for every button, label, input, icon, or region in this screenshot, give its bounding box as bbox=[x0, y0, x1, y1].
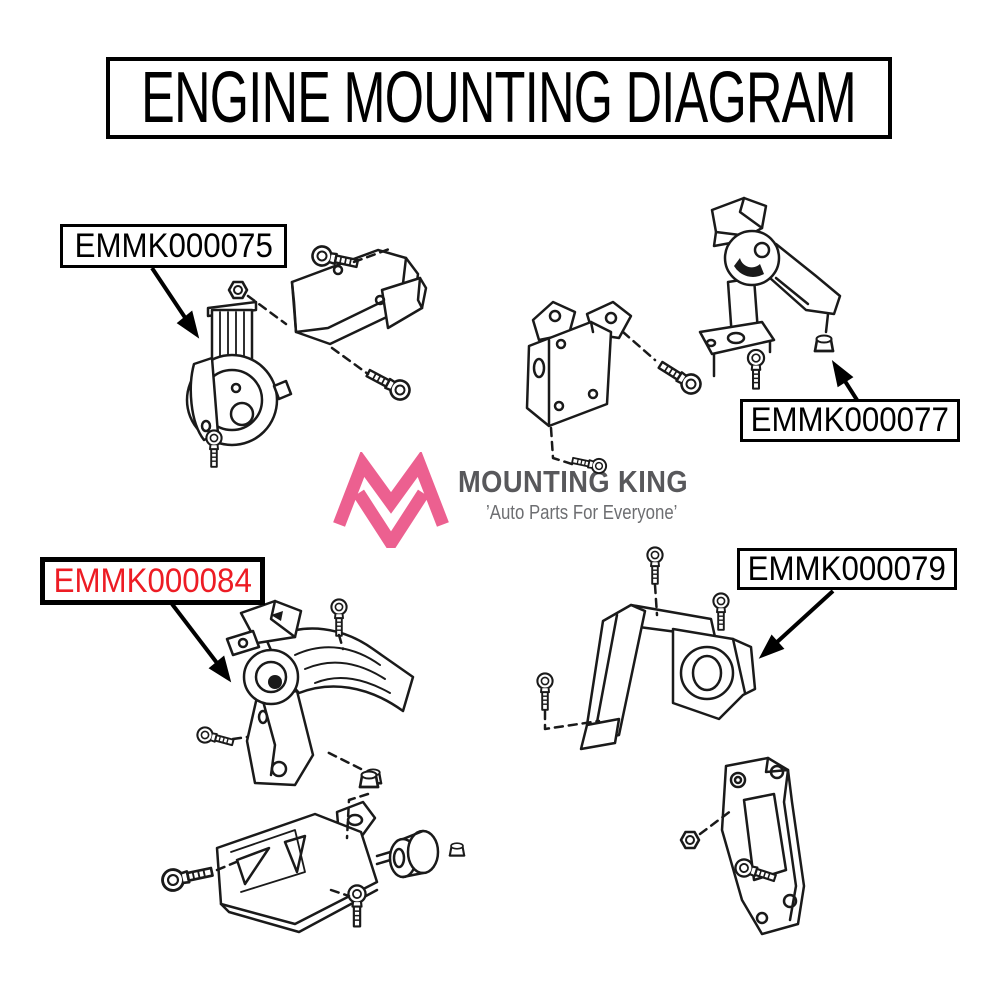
side-bracket-assembly-drawing bbox=[525, 300, 706, 476]
part-label-emmk000084-highlighted: EMMK000084 bbox=[40, 557, 265, 605]
brand-name: MOUNTING KING bbox=[458, 464, 689, 499]
rear-engine-mount-assembly-drawing bbox=[536, 546, 757, 751]
part-code: EMMK000079 bbox=[747, 549, 947, 588]
arrow-to-part-079 bbox=[758, 589, 835, 659]
part-label-emmk000079: EMMK000079 bbox=[737, 548, 957, 590]
front-engine-mount-assembly-drawing bbox=[185, 243, 428, 468]
right-engine-mount-assembly-drawing bbox=[698, 196, 842, 390]
brand-logo: MOUNTING KING ’Auto Parts For Everyone’ bbox=[330, 452, 719, 548]
left-transmission-mount-assembly-drawing bbox=[194, 598, 415, 787]
part-code: EMMK000084 bbox=[53, 561, 252, 600]
part-code: EMMK000077 bbox=[750, 401, 950, 439]
brand-tagline: ’Auto Parts For Everyone’ bbox=[486, 502, 678, 524]
support-bracket-drawing bbox=[679, 756, 806, 936]
diagram-title: ENGINE MOUNTING DIAGRAM bbox=[141, 58, 857, 138]
part-label-emmk000075: EMMK000075 bbox=[60, 224, 287, 268]
lower-bracket-and-insulator-drawing bbox=[159, 770, 466, 934]
part-code: EMMK000075 bbox=[74, 226, 273, 265]
m-chevron-logo-icon bbox=[333, 452, 449, 548]
diagram-title-box: ENGINE MOUNTING DIAGRAM bbox=[106, 57, 892, 139]
part-label-emmk000077: EMMK000077 bbox=[740, 399, 960, 442]
